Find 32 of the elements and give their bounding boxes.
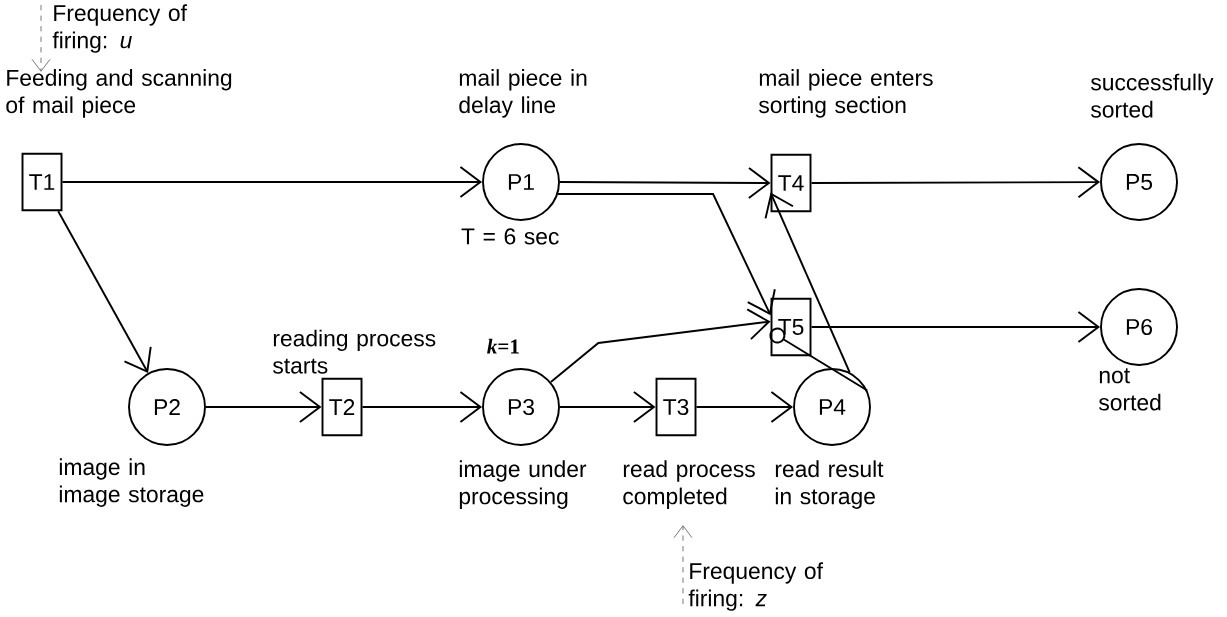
- node-label: successfully sorted: [1091, 73, 1214, 118]
- arrow: [57, 210, 152, 373]
- transition-box: T1: [21, 152, 63, 212]
- arrow: [549, 308, 771, 383]
- node-label: Feeding and scanning of mail piece: [6, 69, 232, 118]
- arrow: [205, 391, 322, 423]
- transition-box: T3: [655, 377, 697, 437]
- arrow: [769, 327, 869, 392]
- node-label: mail piece enters sorting section: [759, 69, 933, 118]
- arrow: [361, 391, 483, 423]
- transition-box: T5: [770, 297, 812, 357]
- transition-box: T2: [321, 377, 363, 437]
- node-label: T = 6 sec: [461, 228, 559, 245]
- arrow: [810, 311, 1101, 343]
- node-label: image in image storage: [59, 458, 204, 507]
- transition-box: T4: [770, 153, 812, 213]
- arrow: [557, 193, 776, 316]
- arrow: [695, 391, 794, 423]
- arrow: [559, 166, 771, 199]
- node-label: image under processing: [459, 460, 587, 509]
- node-label: reading process starts: [273, 329, 436, 374]
- arrow: [810, 166, 1101, 199]
- node-label: read result in storage: [775, 460, 884, 509]
- node-label: not sorted: [1099, 368, 1161, 411]
- arrow: [61, 166, 483, 198]
- annotation-text: Frequency of firing: u: [52, 4, 187, 53]
- node-label: mail piece in delay line: [459, 69, 587, 118]
- edge-label: k=1: [487, 338, 519, 354]
- annotation-text: Frequency of firing: z: [688, 562, 823, 611]
- arrow: [764, 192, 851, 374]
- node-label: read process completed: [623, 460, 755, 509]
- arrow: [559, 391, 656, 423]
